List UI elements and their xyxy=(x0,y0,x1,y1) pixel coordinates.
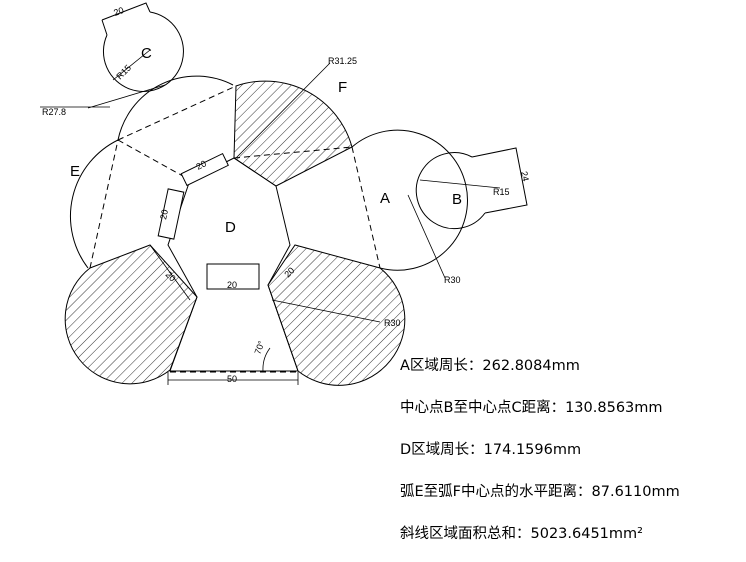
arc-a xyxy=(351,129,468,271)
slot-b xyxy=(471,147,528,214)
result-ef-distance: 弧E至弧F中心点的水平距离：87.6110mm xyxy=(400,478,740,520)
result-label: 中心点B至中心点C距离： xyxy=(400,400,566,416)
dim-a-radius: R30 xyxy=(444,275,461,285)
dim-f-radius: R31.25 xyxy=(328,56,357,66)
slot-d-bottom xyxy=(206,263,260,290)
dim-d-top-slot: 20 xyxy=(194,158,207,171)
circle-b xyxy=(415,152,486,230)
slot-c xyxy=(101,2,151,36)
region-d-outline xyxy=(167,157,299,372)
result-value: 174.1596mm xyxy=(483,442,582,458)
dim-b-slot: 24 xyxy=(519,170,531,182)
result-label: A区域周长： xyxy=(400,358,483,374)
label-a: A xyxy=(380,190,390,207)
dim-d-bottom-width: 50 xyxy=(227,374,237,384)
label-d: D xyxy=(225,219,236,236)
result-bc-distance: 中心点B至中心点C距离：130.8563mm xyxy=(400,394,740,436)
result-label: D区域周长： xyxy=(400,442,484,458)
results-panel: A区域周长：262.8084mm 中心点B至中心点C距离：130.8563mm … xyxy=(400,352,740,562)
dim-b-radius: R15 xyxy=(493,187,510,197)
hatched-region-right xyxy=(267,244,406,386)
label-e: E xyxy=(70,163,80,180)
dim-d-bottom-inner: 20 xyxy=(227,280,237,290)
label-c: C xyxy=(141,45,152,62)
label-f: F xyxy=(338,79,347,96)
result-hatched-area: 斜线区域面积总和：5023.6451mm² xyxy=(400,520,740,562)
dim-c-slot: 20 xyxy=(112,5,125,18)
slot-d-top xyxy=(180,152,229,187)
result-value: 262.8084mm xyxy=(482,358,580,374)
result-label: 斜线区域面积总和： xyxy=(400,526,531,542)
engineering-drawing: C F E A B D 20 R15 R27.8 R31.25 R15 24 R… xyxy=(40,2,531,386)
dashed-outline xyxy=(89,85,381,373)
slot-d-left xyxy=(157,188,185,240)
leader-lines xyxy=(40,49,501,385)
circle-c xyxy=(102,11,184,92)
dim-angle: 70° xyxy=(252,339,266,356)
arc-c-outer xyxy=(117,75,234,141)
result-label: 弧E至弧F中心点的水平距离： xyxy=(400,484,592,500)
result-value: 130.8563mm xyxy=(565,400,663,416)
dim-right-radius: R30 xyxy=(384,318,401,328)
label-b: B xyxy=(452,191,462,208)
result-value: 5023.6451mm² xyxy=(530,526,643,542)
result-value: 87.6110mm xyxy=(591,484,680,500)
dim-d-left-slot: 20 xyxy=(158,209,170,221)
arc-e xyxy=(70,139,119,269)
hatched-region-left xyxy=(64,244,198,385)
dim-c-outer-radius: R27.8 xyxy=(42,107,66,117)
result-a-perimeter: A区域周长：262.8084mm xyxy=(400,352,740,394)
result-d-perimeter: D区域周长：174.1596mm xyxy=(400,436,740,478)
